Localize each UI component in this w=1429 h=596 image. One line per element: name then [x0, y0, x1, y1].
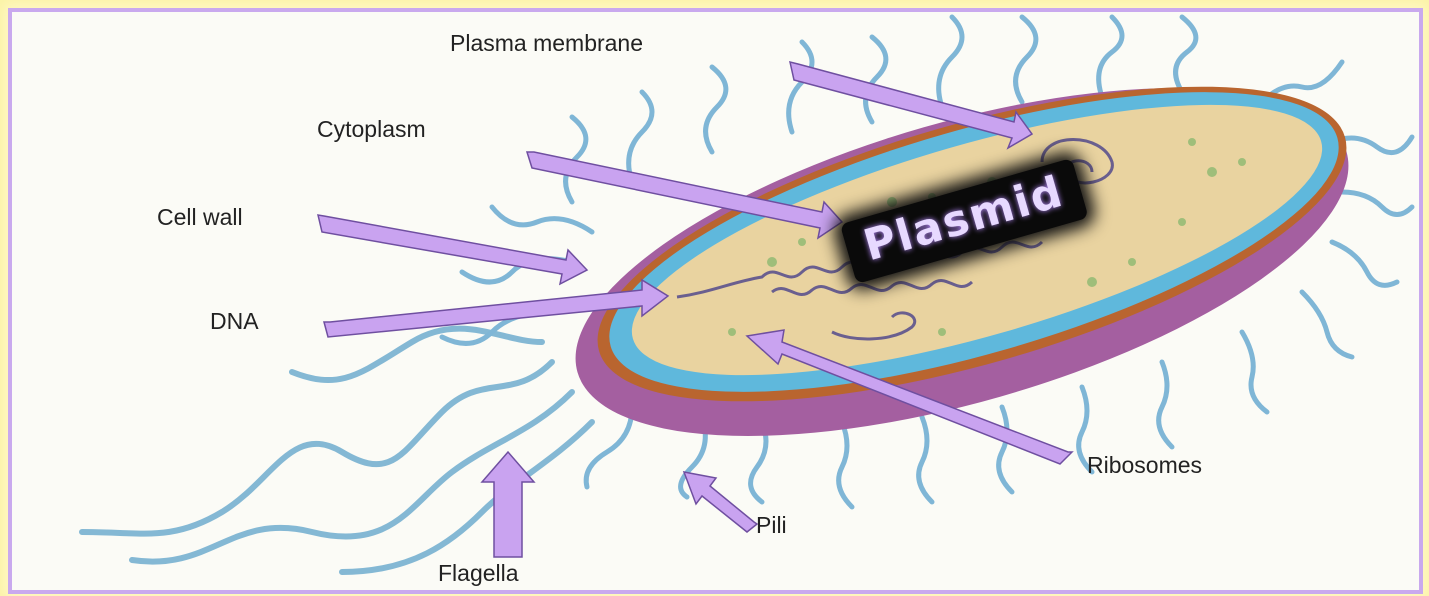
- label-ribosomes: Ribosomes: [1087, 452, 1202, 479]
- label-dna: DNA: [210, 308, 259, 335]
- diagram-frame: Plasma membrane Cytoplasm Cell wall DNA …: [8, 8, 1423, 594]
- label-cytoplasm: Cytoplasm: [317, 116, 426, 143]
- cell-wall-arrow: [318, 215, 587, 284]
- label-pili: Pili: [756, 512, 787, 539]
- pili-arrow: [684, 472, 757, 532]
- bacterium-illustration: [12, 12, 1419, 590]
- label-flagella: Flagella: [438, 560, 519, 587]
- label-cell-wall: Cell wall: [157, 204, 243, 231]
- label-plasma-membrane: Plasma membrane: [450, 30, 643, 57]
